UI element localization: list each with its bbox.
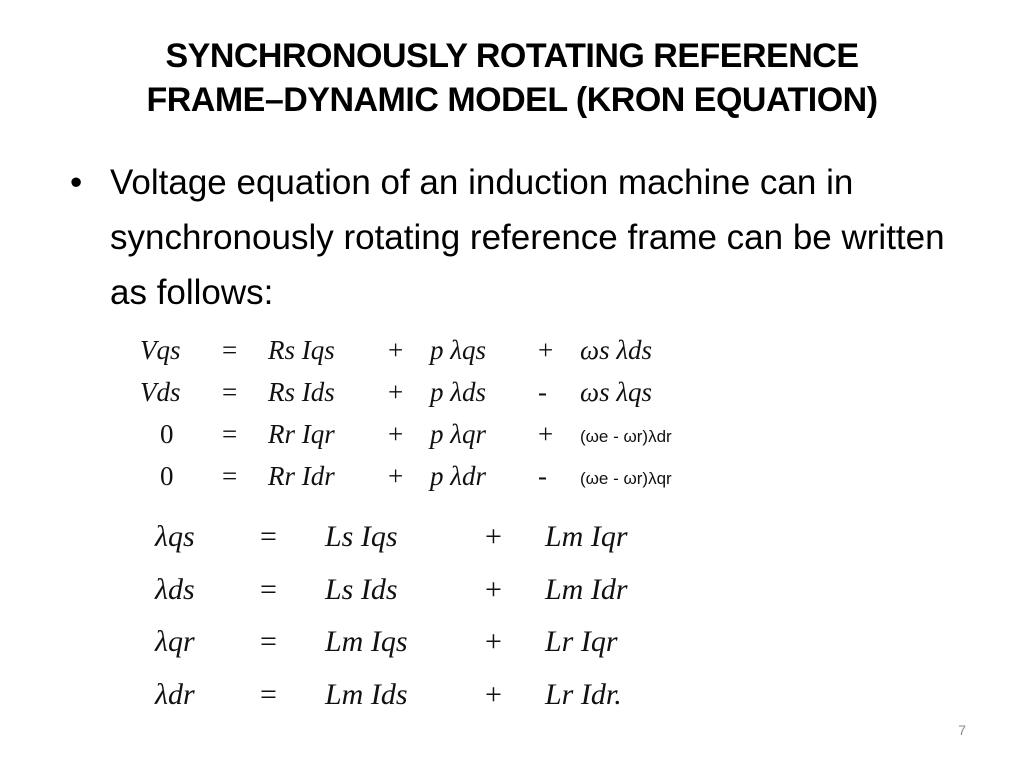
equation-term: Ls Iqs	[325, 520, 398, 553]
bullet-marker: •	[70, 163, 83, 202]
equation-term: Rr Iqr	[268, 419, 335, 449]
equation-term: (ωe - ωr)λqr	[580, 469, 672, 488]
equation-lhs: Vds	[140, 377, 181, 407]
operator: -	[538, 461, 547, 491]
operator: +	[485, 520, 502, 553]
equation-term: p λdr	[430, 461, 486, 491]
bullet-item: • Voltage equation of an induction machi…	[70, 155, 970, 320]
equation-term: Ls Ids	[325, 572, 398, 606]
equation-term: p λqr	[430, 419, 486, 449]
equation-lhs: Vqs	[140, 335, 181, 365]
equals-sign: =	[260, 677, 277, 711]
equation-term: p λds	[430, 377, 486, 407]
operator: +	[538, 419, 554, 449]
operator: +	[485, 677, 502, 711]
equation-lhs: 0	[160, 419, 174, 449]
equals-sign: =	[260, 572, 277, 606]
title-line-1: SYNCHRONOUSLY ROTATING REFERENCE	[165, 37, 859, 75]
operator: +	[388, 461, 404, 491]
operator: +	[388, 335, 404, 365]
page-number: 7	[958, 722, 966, 738]
equation-lhs: λqs	[155, 520, 195, 553]
operator: +	[485, 572, 502, 606]
equation-term: Lr Idr.	[545, 677, 622, 711]
equation-term: p λqs	[430, 335, 486, 365]
equals-sign: =	[260, 625, 277, 658]
equals-sign: =	[222, 377, 238, 407]
equation-lhs: 0	[160, 461, 174, 491]
equation-term: Rs Iqs	[268, 335, 335, 365]
operator: +	[388, 419, 404, 449]
equation-lhs: λdr	[155, 677, 195, 711]
equation-term: Lm Idr	[545, 572, 628, 606]
equals-sign: =	[260, 520, 277, 553]
slide-title: SYNCHRONOUSLY ROTATING REFERENCE FRAME–D…	[40, 34, 984, 122]
equals-sign: =	[222, 461, 238, 491]
equation-lhs: λds	[155, 572, 195, 606]
equals-sign: =	[222, 419, 238, 449]
operator: +	[538, 335, 554, 365]
equation-term: Lr Iqr	[545, 625, 618, 658]
equation-term: Rr Idr	[268, 461, 335, 491]
equation-term: Lm Ids	[325, 677, 408, 711]
equation-term: Lm Iqs	[325, 625, 408, 658]
title-line-2: FRAME–DYNAMIC MODEL (KRON EQUATION)	[146, 81, 878, 119]
bullet-text: Voltage equation of an induction machine…	[110, 163, 945, 312]
operator: +	[388, 377, 404, 407]
equation-term: (ωe - ωr)λdr	[580, 427, 672, 446]
operator: +	[485, 625, 502, 658]
equation-term: Lm Iqr	[545, 520, 628, 553]
equation-term: ωs λds	[580, 335, 653, 365]
operator: -	[538, 377, 547, 407]
equation-term: Rs Ids	[268, 377, 335, 407]
equation-lhs: λqr	[155, 625, 195, 658]
equation-term: ωs λqs	[580, 377, 653, 407]
equals-sign: =	[222, 335, 238, 365]
